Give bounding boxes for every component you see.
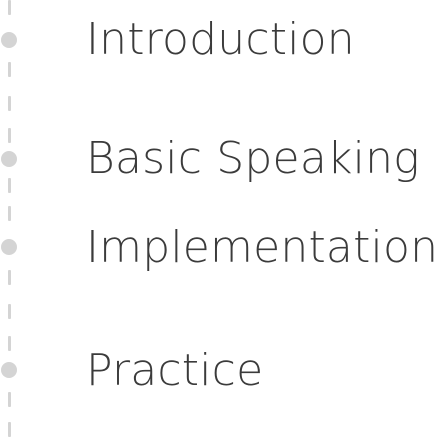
timeline-dot-icon	[1, 362, 17, 378]
timeline-dash	[8, 62, 11, 77]
timeline-dot-icon	[1, 151, 17, 167]
timeline-dash	[8, 422, 11, 437]
timeline-dot-icon	[1, 239, 17, 255]
menu-item-introduction[interactable]: Introduction	[86, 14, 355, 65]
menu-item-basic-speaking[interactable]: Basic Speaking	[86, 133, 420, 184]
menu-item-implementation[interactable]: Implementation	[86, 222, 439, 273]
timeline-dash	[8, 304, 11, 319]
timeline-dash	[8, 96, 11, 111]
menu-item-practice[interactable]: Practice	[86, 345, 264, 396]
timeline-dash	[8, 270, 11, 285]
timeline-dash	[8, 206, 11, 221]
timeline-dash	[8, 392, 11, 407]
timeline-dot-icon	[1, 32, 17, 48]
timeline-dash	[8, 178, 11, 193]
timeline-dash	[8, 128, 11, 143]
timeline-dash	[8, 0, 11, 15]
timeline-dash	[8, 336, 11, 351]
timeline-rail	[0, 0, 24, 440]
